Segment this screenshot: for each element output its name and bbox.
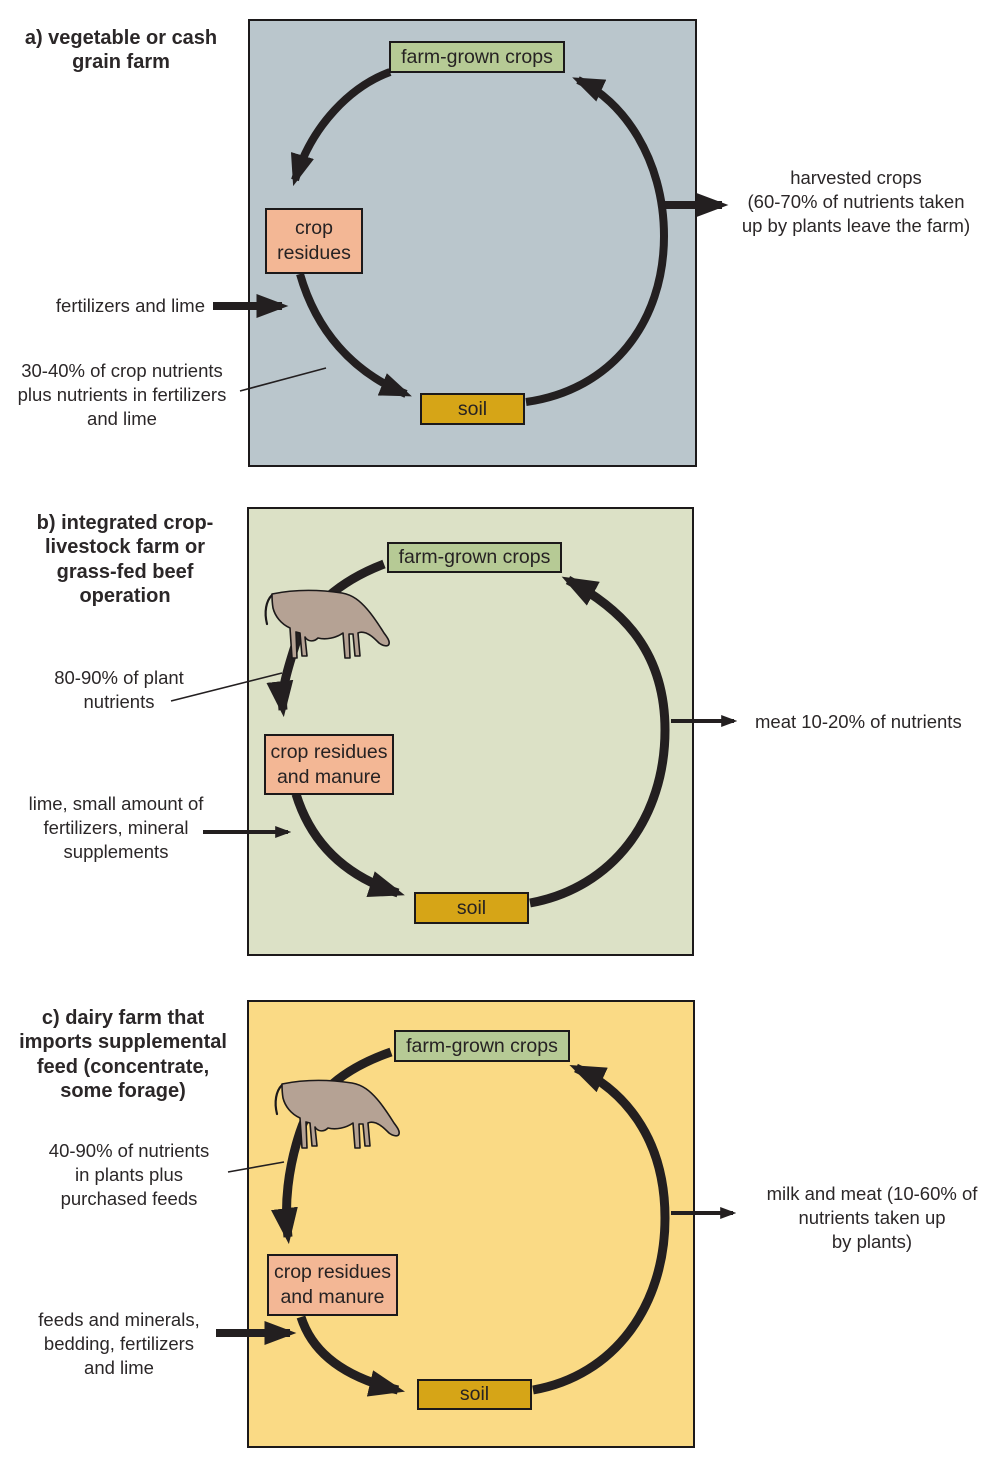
panel-c-input-label: feeds and minerals, bedding, fertilizers…	[38, 1309, 200, 1379]
panel-b-crop-livestock-farm: farm-grown crops crop residues and manur…	[247, 507, 694, 956]
soil-box: soil	[417, 1379, 532, 1410]
panel-c-title: c) dairy farm that imports supplemental …	[19, 1007, 227, 1103]
panel-a-vegetable-farm: farm-grown crops crop residues soil	[248, 19, 697, 467]
farm-grown-crops-box: farm-grown crops	[389, 41, 565, 73]
farm-grown-crops-box: farm-grown crops	[387, 542, 562, 573]
crop-residues-manure-box: crop residues and manure	[267, 1254, 398, 1316]
panel-c-dairy-farm: farm-grown crops crop residues and manur…	[247, 1000, 695, 1448]
panel-b-output-label: meat 10-20% of nutrients	[755, 711, 962, 732]
panel-b-input-label: lime, small amount of fertilizers, miner…	[28, 793, 204, 863]
panel-a-output-label: harvested crops (60-70% of nutrients tak…	[741, 167, 971, 237]
farm-grown-crops-box: farm-grown crops	[394, 1030, 570, 1062]
panel-b-title: b) integrated crop- livestock farm or gr…	[36, 512, 214, 608]
panel-c-output-label: milk and meat (10-60% of nutrients taken…	[766, 1183, 978, 1253]
crop-residues-manure-box: crop residues and manure	[264, 734, 394, 795]
soil-box: soil	[414, 892, 529, 924]
crop-residues-box: crop residues	[265, 208, 363, 274]
panel-a-title: a) vegetable or cash grain farm	[24, 27, 218, 74]
soil-box: soil	[420, 393, 525, 425]
panel-b-cycle-note: 80-90% of plant nutrients	[54, 667, 184, 713]
panel-a-input-label: fertilizers and lime	[55, 295, 205, 316]
panel-c-cycle-note: 40-90% of nutrients in plants plus purch…	[48, 1140, 210, 1210]
panel-a-cycle-note: 30-40% of crop nutrients plus nutrients …	[17, 360, 227, 430]
